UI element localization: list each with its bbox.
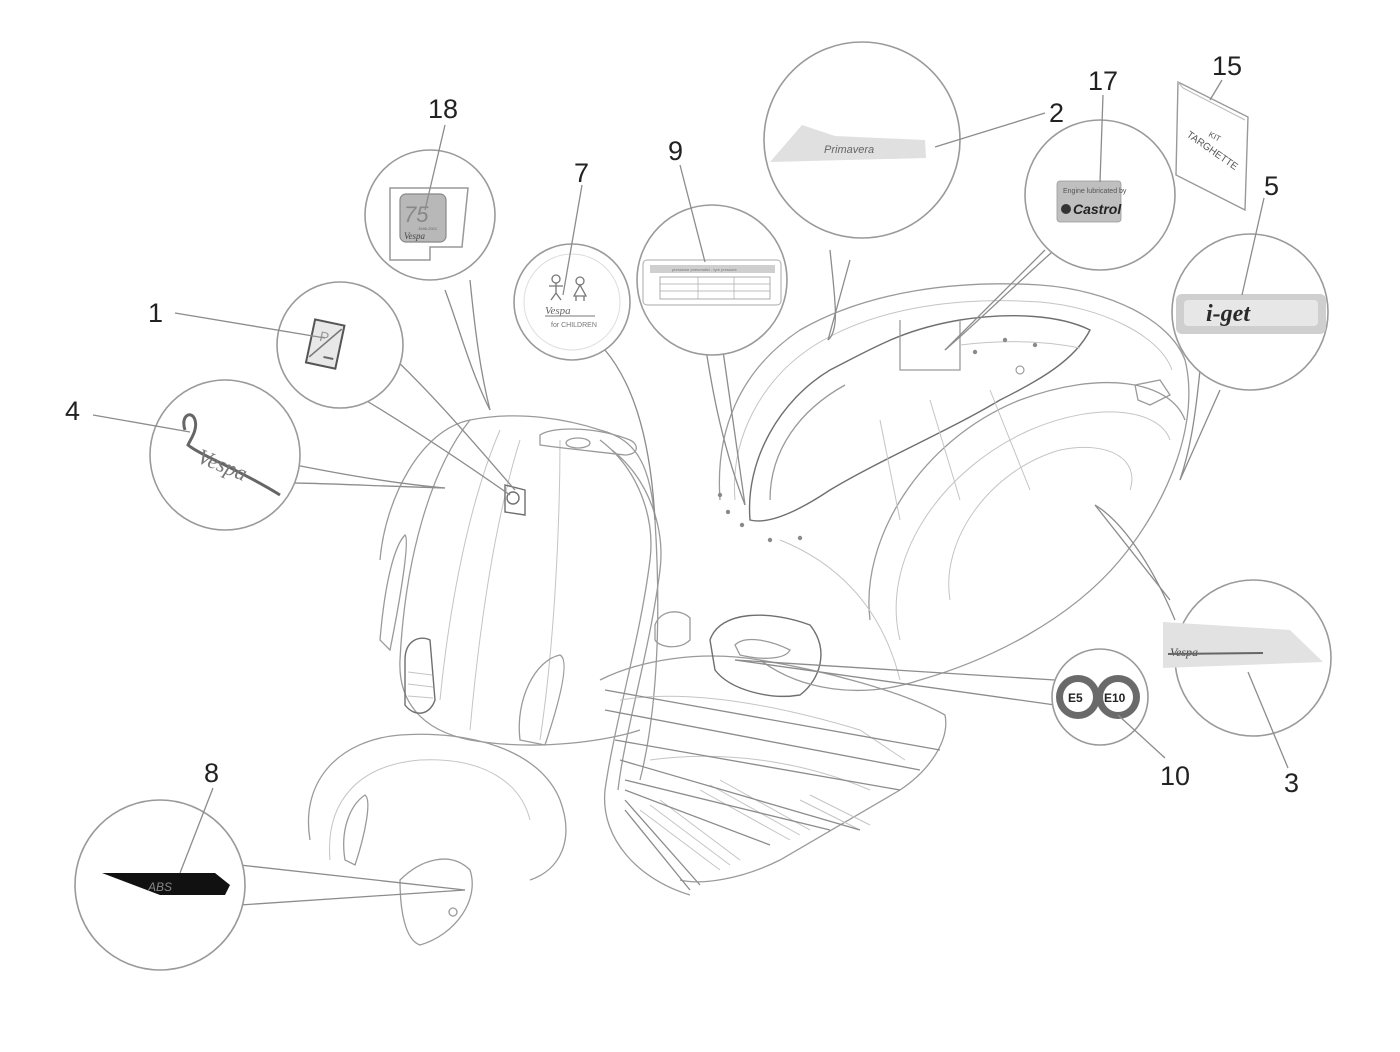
callout-4-bubble[interactable]: Vespa	[149, 379, 301, 531]
callout-number-4: 4	[65, 396, 80, 426]
callout-17-bubble[interactable]: Engine lubricated by Castrol	[1024, 119, 1176, 271]
callout-18-bubble[interactable]: 75 1946-2021 Vespa	[364, 149, 496, 281]
callout-8-bubble[interactable]: ABS	[74, 799, 246, 971]
callout-number-10: 10	[1160, 761, 1190, 791]
callout-number-9: 9	[668, 136, 683, 166]
kit-targhette-bag[interactable]: KIT TARGHETTE	[1175, 80, 1249, 212]
callout-number-8: 8	[204, 758, 219, 788]
piaggio-plate-icon: P	[304, 318, 346, 370]
svg-text:Vespa: Vespa	[404, 231, 425, 241]
svg-text:1946-2021: 1946-2021	[418, 226, 438, 231]
svg-text:Vespa: Vespa	[545, 305, 571, 317]
fuel-e5-e10-icon: E5 E10	[1056, 675, 1140, 719]
callout-5-bubble[interactable]: i-get	[1171, 233, 1329, 391]
floor-rubber-strips	[639, 779, 871, 871]
tyre-pressure-label: pressione pneumatici - tyre pressure	[642, 259, 782, 306]
callout-1-bubble[interactable]: P	[276, 281, 404, 409]
svg-text:Vespa: Vespa	[1170, 645, 1198, 659]
svg-text:ABS: ABS	[147, 880, 172, 894]
svg-text:pressione pneumatici - tyre pr: pressione pneumatici - tyre pressure	[672, 267, 737, 272]
callout-number-15: 15	[1212, 51, 1242, 81]
callout-7-bubble[interactable]: Vespa for CHILDREN	[513, 243, 631, 361]
svg-text:E5: E5	[1068, 691, 1083, 705]
abs-decal-icon: ABS	[102, 873, 230, 895]
callout-number-3: 3	[1284, 768, 1299, 798]
svg-text:E10: E10	[1104, 691, 1126, 705]
callout-2-bubble[interactable]: Primavera	[763, 41, 961, 239]
callout-10-bubble[interactable]: E5 E10	[1051, 648, 1149, 746]
svg-text:Engine lubricated by: Engine lubricated by	[1063, 188, 1127, 195]
callout-number-17: 17	[1088, 66, 1118, 96]
children-figures-icon	[549, 274, 588, 301]
svg-text:75: 75	[404, 202, 429, 227]
rivet-dots	[717, 337, 1038, 543]
callout-number-7: 7	[574, 158, 589, 188]
svg-text:Castrol: Castrol	[1073, 201, 1122, 217]
callout-number-2: 2	[1049, 98, 1064, 128]
scooter-line-drawing	[307, 283, 1190, 946]
callout-numbers: 1 2 3 4 5 7 8 9 10 15 17 18	[65, 51, 1299, 798]
svg-text:P: P	[318, 328, 330, 346]
callout-number-leaders	[92, 79, 1289, 874]
callout-number-18: 18	[428, 94, 458, 124]
badge-75-icon	[399, 193, 447, 243]
callout-number-1: 1	[148, 298, 163, 328]
castrol-label: Engine lubricated by Castrol	[1056, 180, 1127, 223]
callout-9-bubble[interactable]: pressione pneumatici - tyre pressure	[636, 204, 788, 356]
callout-number-5: 5	[1264, 171, 1279, 201]
callout-3-bubble[interactable]: Vespa	[1163, 579, 1332, 737]
iget-logo: i-get	[1206, 301, 1251, 327]
svg-text:for CHILDREN: for CHILDREN	[551, 322, 597, 329]
primavera-logo: Primavera	[824, 144, 874, 156]
